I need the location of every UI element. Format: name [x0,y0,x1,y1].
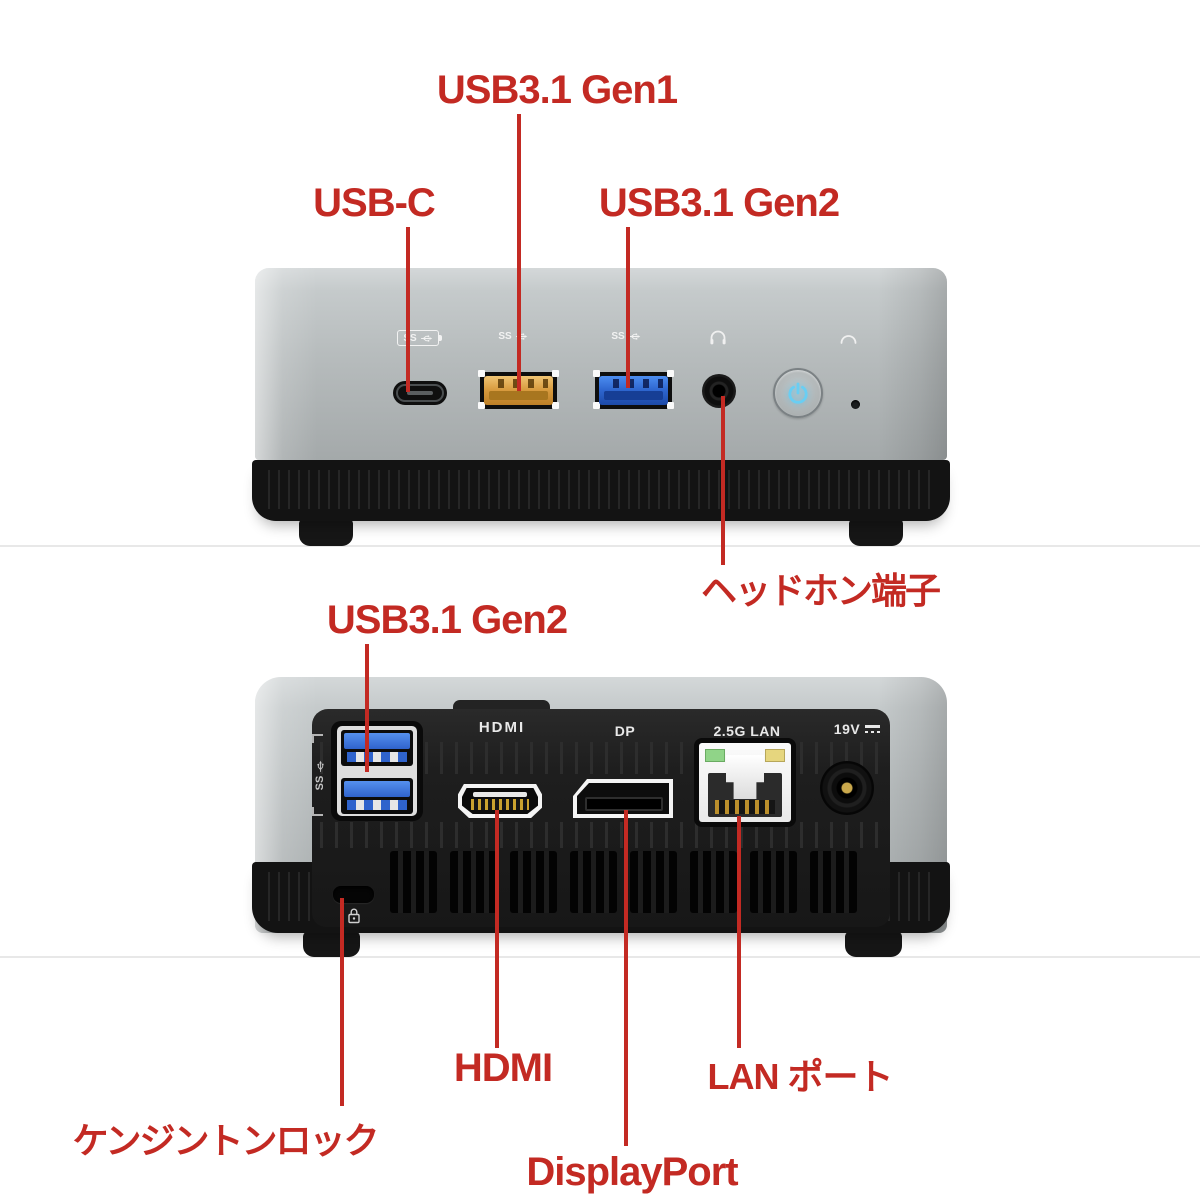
usb-trident-icon [316,760,324,772]
label-usb31-gen1: USB3.1 Gen1 [436,68,678,112]
headphone-jack [702,374,736,408]
vent-group [390,851,437,913]
ss-text: SS [611,331,625,342]
vent-group [570,851,617,913]
hdmi-tongue [473,792,527,797]
panel-print-hdmi: HDMI [478,719,526,736]
panel-print-lan: 2.5G LAN [713,723,781,739]
leader-line-usb31-gen2-front [626,227,630,388]
leader-line-kensington [340,898,344,1106]
lan-port [699,743,791,822]
usb-c-ss-icon: SS [397,330,442,346]
dc-voltage-text: 19V [833,721,861,737]
vent-group [450,851,497,913]
label-displayport: DisplayPort [526,1150,738,1194]
usb-pins [347,752,407,762]
panel-print-dp: DP [614,723,636,739]
front-foot-right [849,518,903,546]
lan-led-yellow [765,749,785,762]
vent-group [510,851,557,913]
front-foot-left [299,518,353,546]
leader-line-usb-c [406,227,410,392]
dc-power-symbol [865,725,881,733]
dc-power-jack [820,761,874,815]
label-usb-c: USB-C [313,181,436,225]
leader-line-usb31-gen1 [517,114,521,391]
ss-text: SS [403,332,417,344]
leader-line-headphone [721,396,725,565]
usb-trident-icon [628,333,640,340]
reset-pinhole [851,400,860,409]
lan-led-green [705,749,725,762]
power-icon [788,382,808,404]
floor-line-front [0,545,1200,547]
usb-tongue [604,391,663,400]
ss-usb-icon-back: SS [309,734,331,816]
front-device-base [252,460,950,521]
usb-a-port-inner [599,376,668,405]
usb-a-port-gen2-blue [593,370,672,409]
leader-line-lan [737,816,741,1048]
power-button [773,368,823,418]
usb-trident-icon [420,334,432,342]
leader-line-displayport [624,810,628,1146]
vent-group [690,851,737,913]
headphone-icon [708,328,728,347]
leader-line-hdmi [495,810,499,1048]
label-headphone-jack: ヘッドホン端子 [700,570,941,611]
label-hdmi: HDMI [453,1046,553,1090]
vent-grille [390,851,857,913]
ss-text: SS [498,331,512,342]
panel-print-19v: 19V [818,721,896,737]
usb-a-port-back-top [341,730,413,766]
ss-usb-icon-gen2: SS [610,330,642,343]
mic-icon [839,329,858,345]
label-usb31-gen2-back: USB3.1 Gen2 [326,598,568,642]
leader-line-usb31-gen2-back [365,644,369,772]
back-foot-left [303,931,360,957]
hdmi-pins [471,799,529,810]
displayport-port [573,779,673,818]
front-device-body [255,268,947,460]
ss-usb-icon-gen1: SS [497,330,529,343]
kensington-lock-icon [347,907,361,924]
label-lan-port: LAN ポート [707,1056,894,1097]
vent-group [630,851,677,913]
vent-group [750,851,797,913]
ss-text: SS [314,775,326,791]
usb-tongue [344,733,410,749]
label-usb31-gen2-front: USB3.1 Gen2 [598,181,840,225]
lan-pins [715,800,775,814]
usb-tongue [344,781,410,797]
usb-c-port [393,381,447,405]
vent-group [810,851,857,913]
usb-pins [347,800,407,810]
usb-a-port-back-bottom [341,778,413,814]
floor-line-back [0,956,1200,958]
dp-slot [585,797,663,811]
hdmi-port [458,784,542,818]
usb-pins [604,379,663,388]
panel-rib-texture-lower [320,822,884,848]
back-foot-right [845,931,902,957]
usb-tongue [489,391,548,400]
label-kensington-lock: ケンジントンロック [72,1120,380,1161]
